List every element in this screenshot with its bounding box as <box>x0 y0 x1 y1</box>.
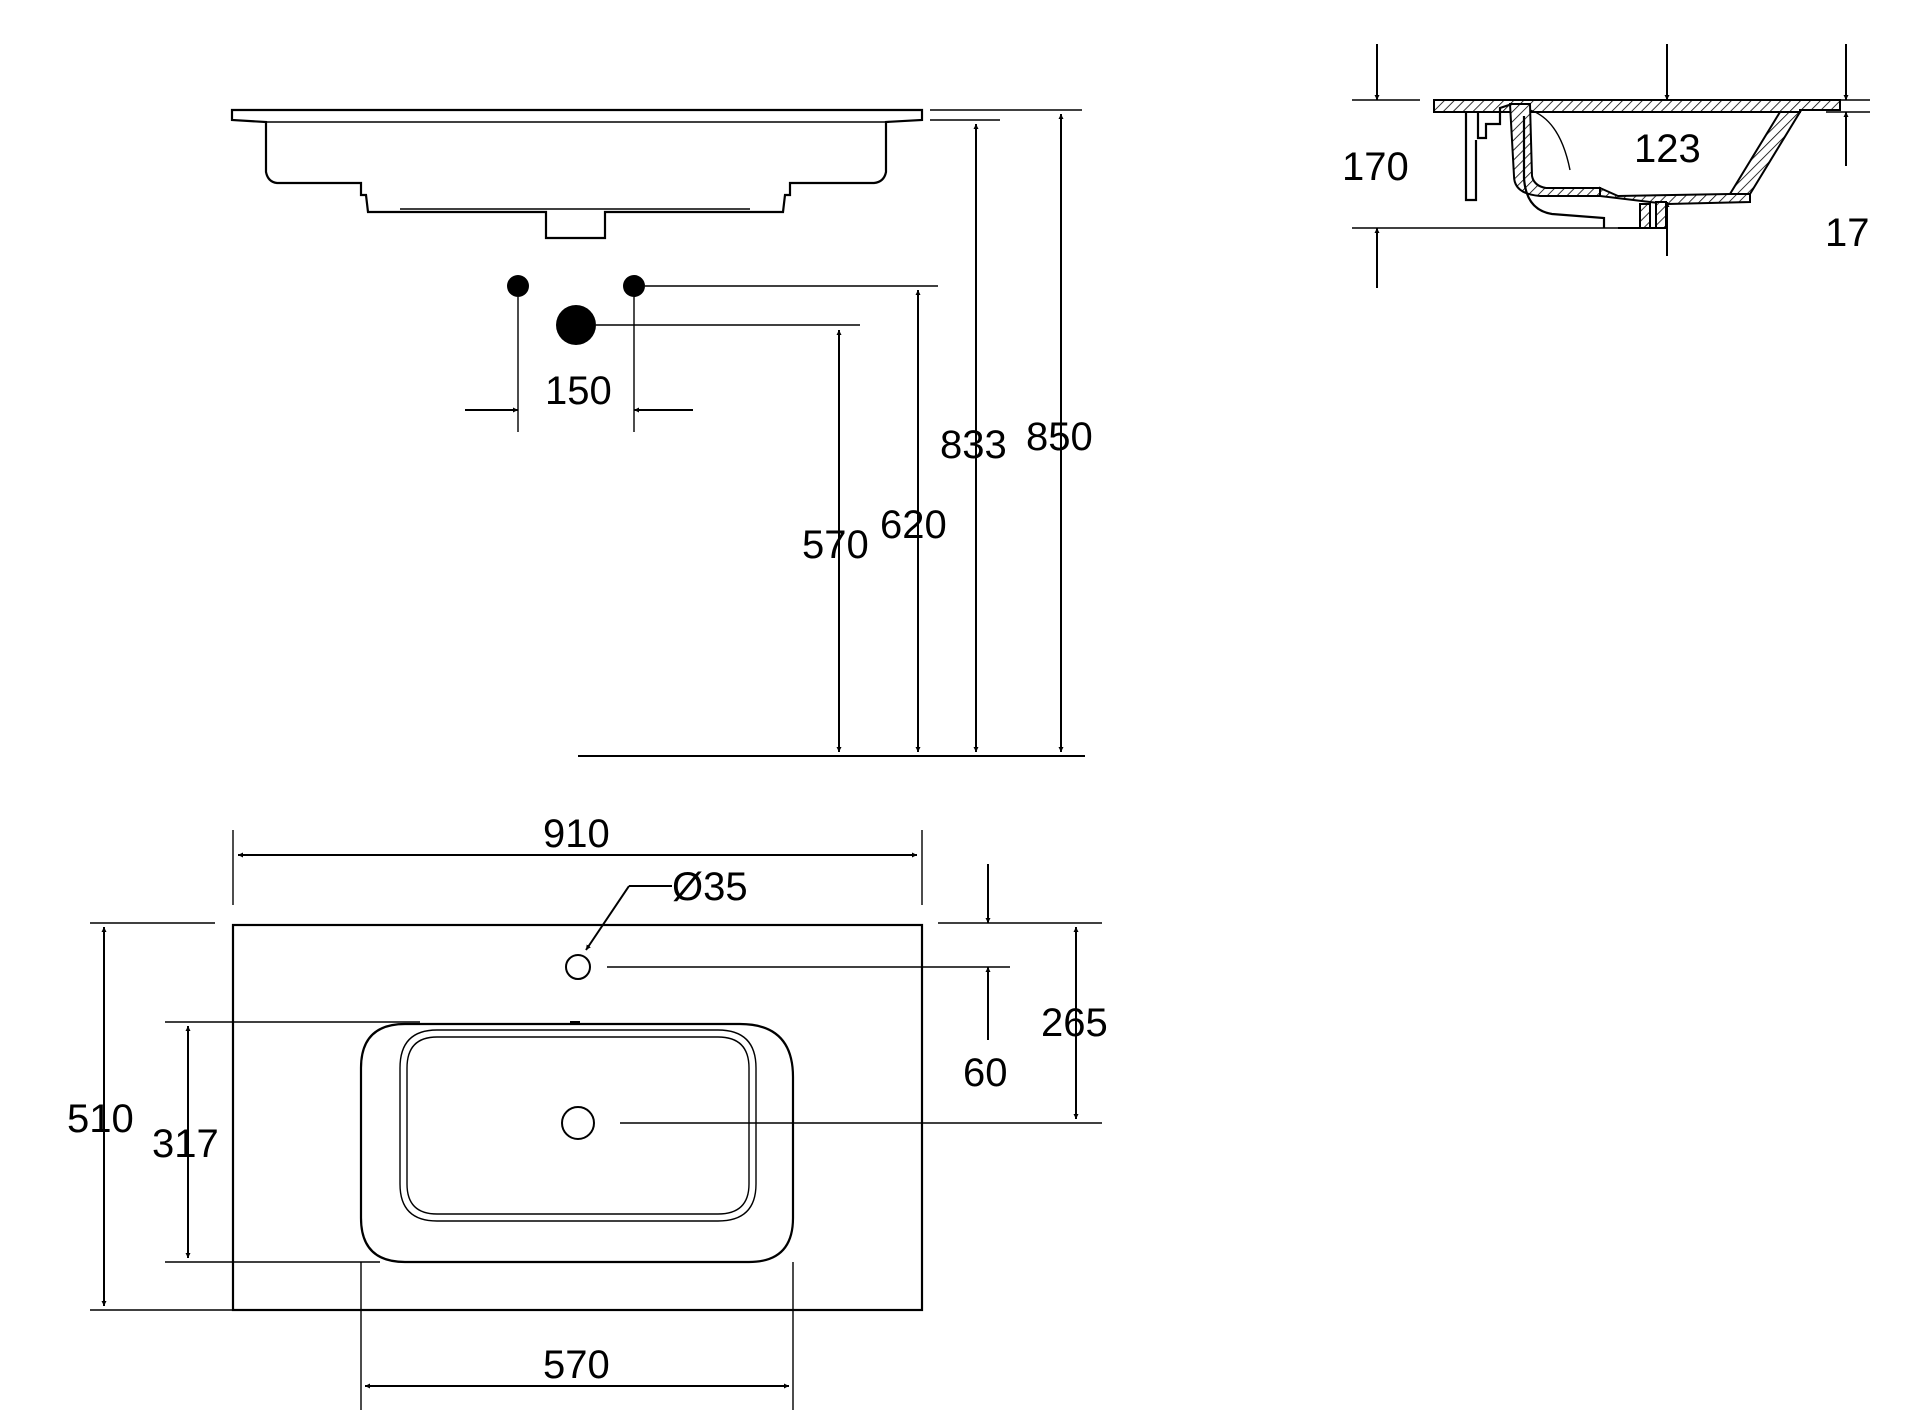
tap-connection-right <box>623 275 645 297</box>
basin-front-outline <box>230 108 924 240</box>
dimension-label-510: 510 <box>67 1097 134 1141</box>
top-view: 910 Ø35 60 265 510 317 <box>67 812 1108 1410</box>
dimension-outlet-height: 570 <box>802 330 869 752</box>
dimension-tap-height: 620 <box>880 290 947 752</box>
dimension-label-150: 150 <box>545 369 612 413</box>
section-view: 170 123 17 <box>1342 44 1870 288</box>
basin-section-outline <box>1433 99 1841 229</box>
dimension-total-height: 850 <box>1026 114 1093 752</box>
dimension-label-570-height: 570 <box>802 523 869 567</box>
dimension-bowl-width: 570 <box>365 1343 789 1389</box>
dimension-label-910: 910 <box>543 812 610 856</box>
dimension-drain-offset: 265 <box>1041 927 1108 1119</box>
dimension-label-17: 17 <box>1825 211 1870 255</box>
dimension-label-570-width: 570 <box>543 1343 610 1387</box>
dimension-depth: 510 <box>67 927 134 1306</box>
basin-top-outline <box>231 923 924 1312</box>
dimension-basin-height: 170 <box>1342 44 1409 288</box>
tap-connection-left <box>507 275 529 297</box>
dimension-label-60: 60 <box>963 1051 1008 1095</box>
dimension-rim-thickness: 17 <box>1825 44 1870 255</box>
tap-hole <box>565 954 591 980</box>
dimension-label-833: 833 <box>940 423 1007 467</box>
dimension-label-170: 170 <box>1342 145 1409 189</box>
dimension-bowl-depth: 123 <box>1634 44 1701 256</box>
dimension-label-123: 123 <box>1634 127 1701 171</box>
dimension-label-diameter-35: Ø35 <box>672 865 748 909</box>
dimension-overflow-height: 833 <box>940 124 1007 752</box>
dimension-label-850: 850 <box>1026 415 1093 459</box>
dimension-tap-hole-diameter: Ø35 <box>585 865 748 951</box>
waste-outlet <box>556 305 596 345</box>
dimension-tap-offset: 60 <box>963 864 1008 1095</box>
dimension-label-317: 317 <box>152 1122 219 1166</box>
dimension-width: 910 <box>238 812 917 858</box>
dimension-label-265: 265 <box>1041 1001 1108 1045</box>
dimension-label-620: 620 <box>880 503 947 547</box>
front-view: 150 570 620 833 850 <box>230 108 1093 757</box>
dimension-bowl-depth-top: 317 <box>152 1026 219 1258</box>
dimension-hole-spacing: 150 <box>465 369 693 413</box>
drain-hole <box>561 1106 595 1140</box>
